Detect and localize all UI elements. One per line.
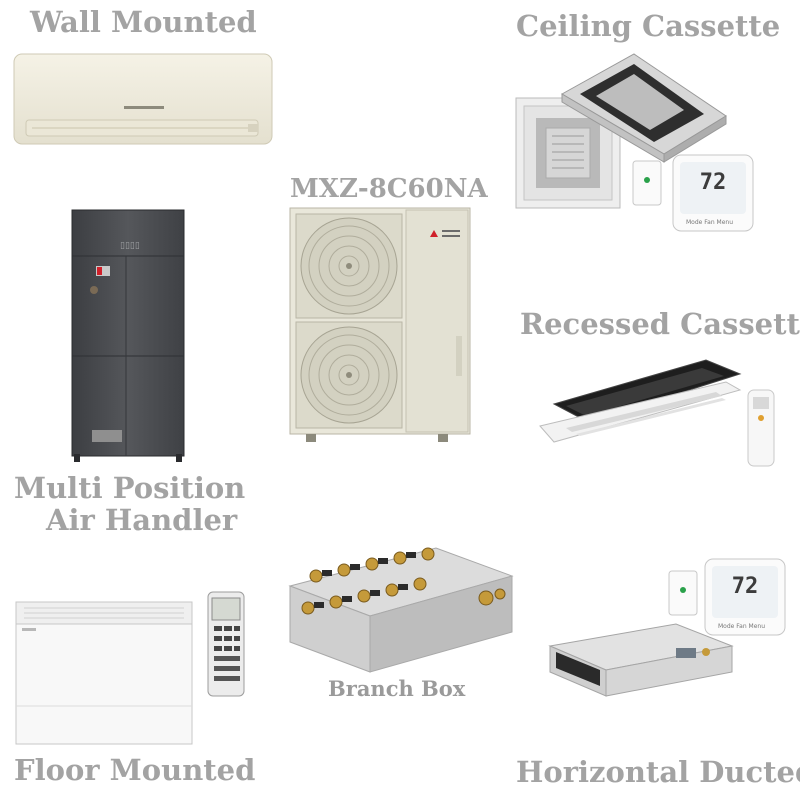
outdoor-unit-image — [288, 206, 472, 446]
horizontal-ducted-unit-image — [546, 620, 736, 700]
svg-text:Mode Fan Menu: Mode Fan Menu — [718, 623, 765, 630]
svg-text:▯▯▯▯: ▯▯▯▯ — [120, 241, 140, 251]
label-ceiling-cassette: Ceiling Cassette — [516, 9, 781, 43]
floor-mounted-unit-image — [14, 598, 196, 748]
label-branch-box: Branch Box — [328, 676, 466, 701]
label-horizontal-ducted: Horizontal Ducted — [516, 755, 800, 789]
ceiling-cassette-unit-image — [514, 50, 730, 214]
thermostat-top-temperature: 72 — [699, 170, 727, 195]
remote-control-floor-image — [206, 590, 246, 698]
wall-controller-image — [632, 160, 662, 206]
label-recessed-cassette: Recessed Cassette — [520, 307, 800, 341]
label-floor-mounted: Floor Mounted — [14, 753, 256, 787]
remote-control-recessed-image — [746, 388, 776, 468]
thermostat-bottom-temperature: 72 — [731, 574, 759, 599]
air-handler-unit-image: ▯▯▯▯ — [66, 206, 190, 464]
recessed-cassette-unit-image — [536, 356, 746, 446]
branch-box-unit-image — [286, 546, 522, 678]
label-wall-mounted: Wall Mounted — [30, 5, 257, 39]
label-multi-position-line2: Air Handler — [46, 503, 238, 537]
label-outdoor-model: MXZ-8C60NA — [290, 174, 488, 204]
wall-mounted-unit-image — [12, 52, 276, 148]
thermostat-bottom: Mode Fan Menu 72 — [704, 558, 786, 636]
svg-text:Mode Fan Menu: Mode Fan Menu — [686, 219, 733, 226]
wall-controller-ducted-image — [668, 570, 698, 616]
label-multi-position-line1: Multi Position — [14, 471, 246, 505]
thermostat-top: Mode Fan Menu 72 — [672, 154, 754, 232]
